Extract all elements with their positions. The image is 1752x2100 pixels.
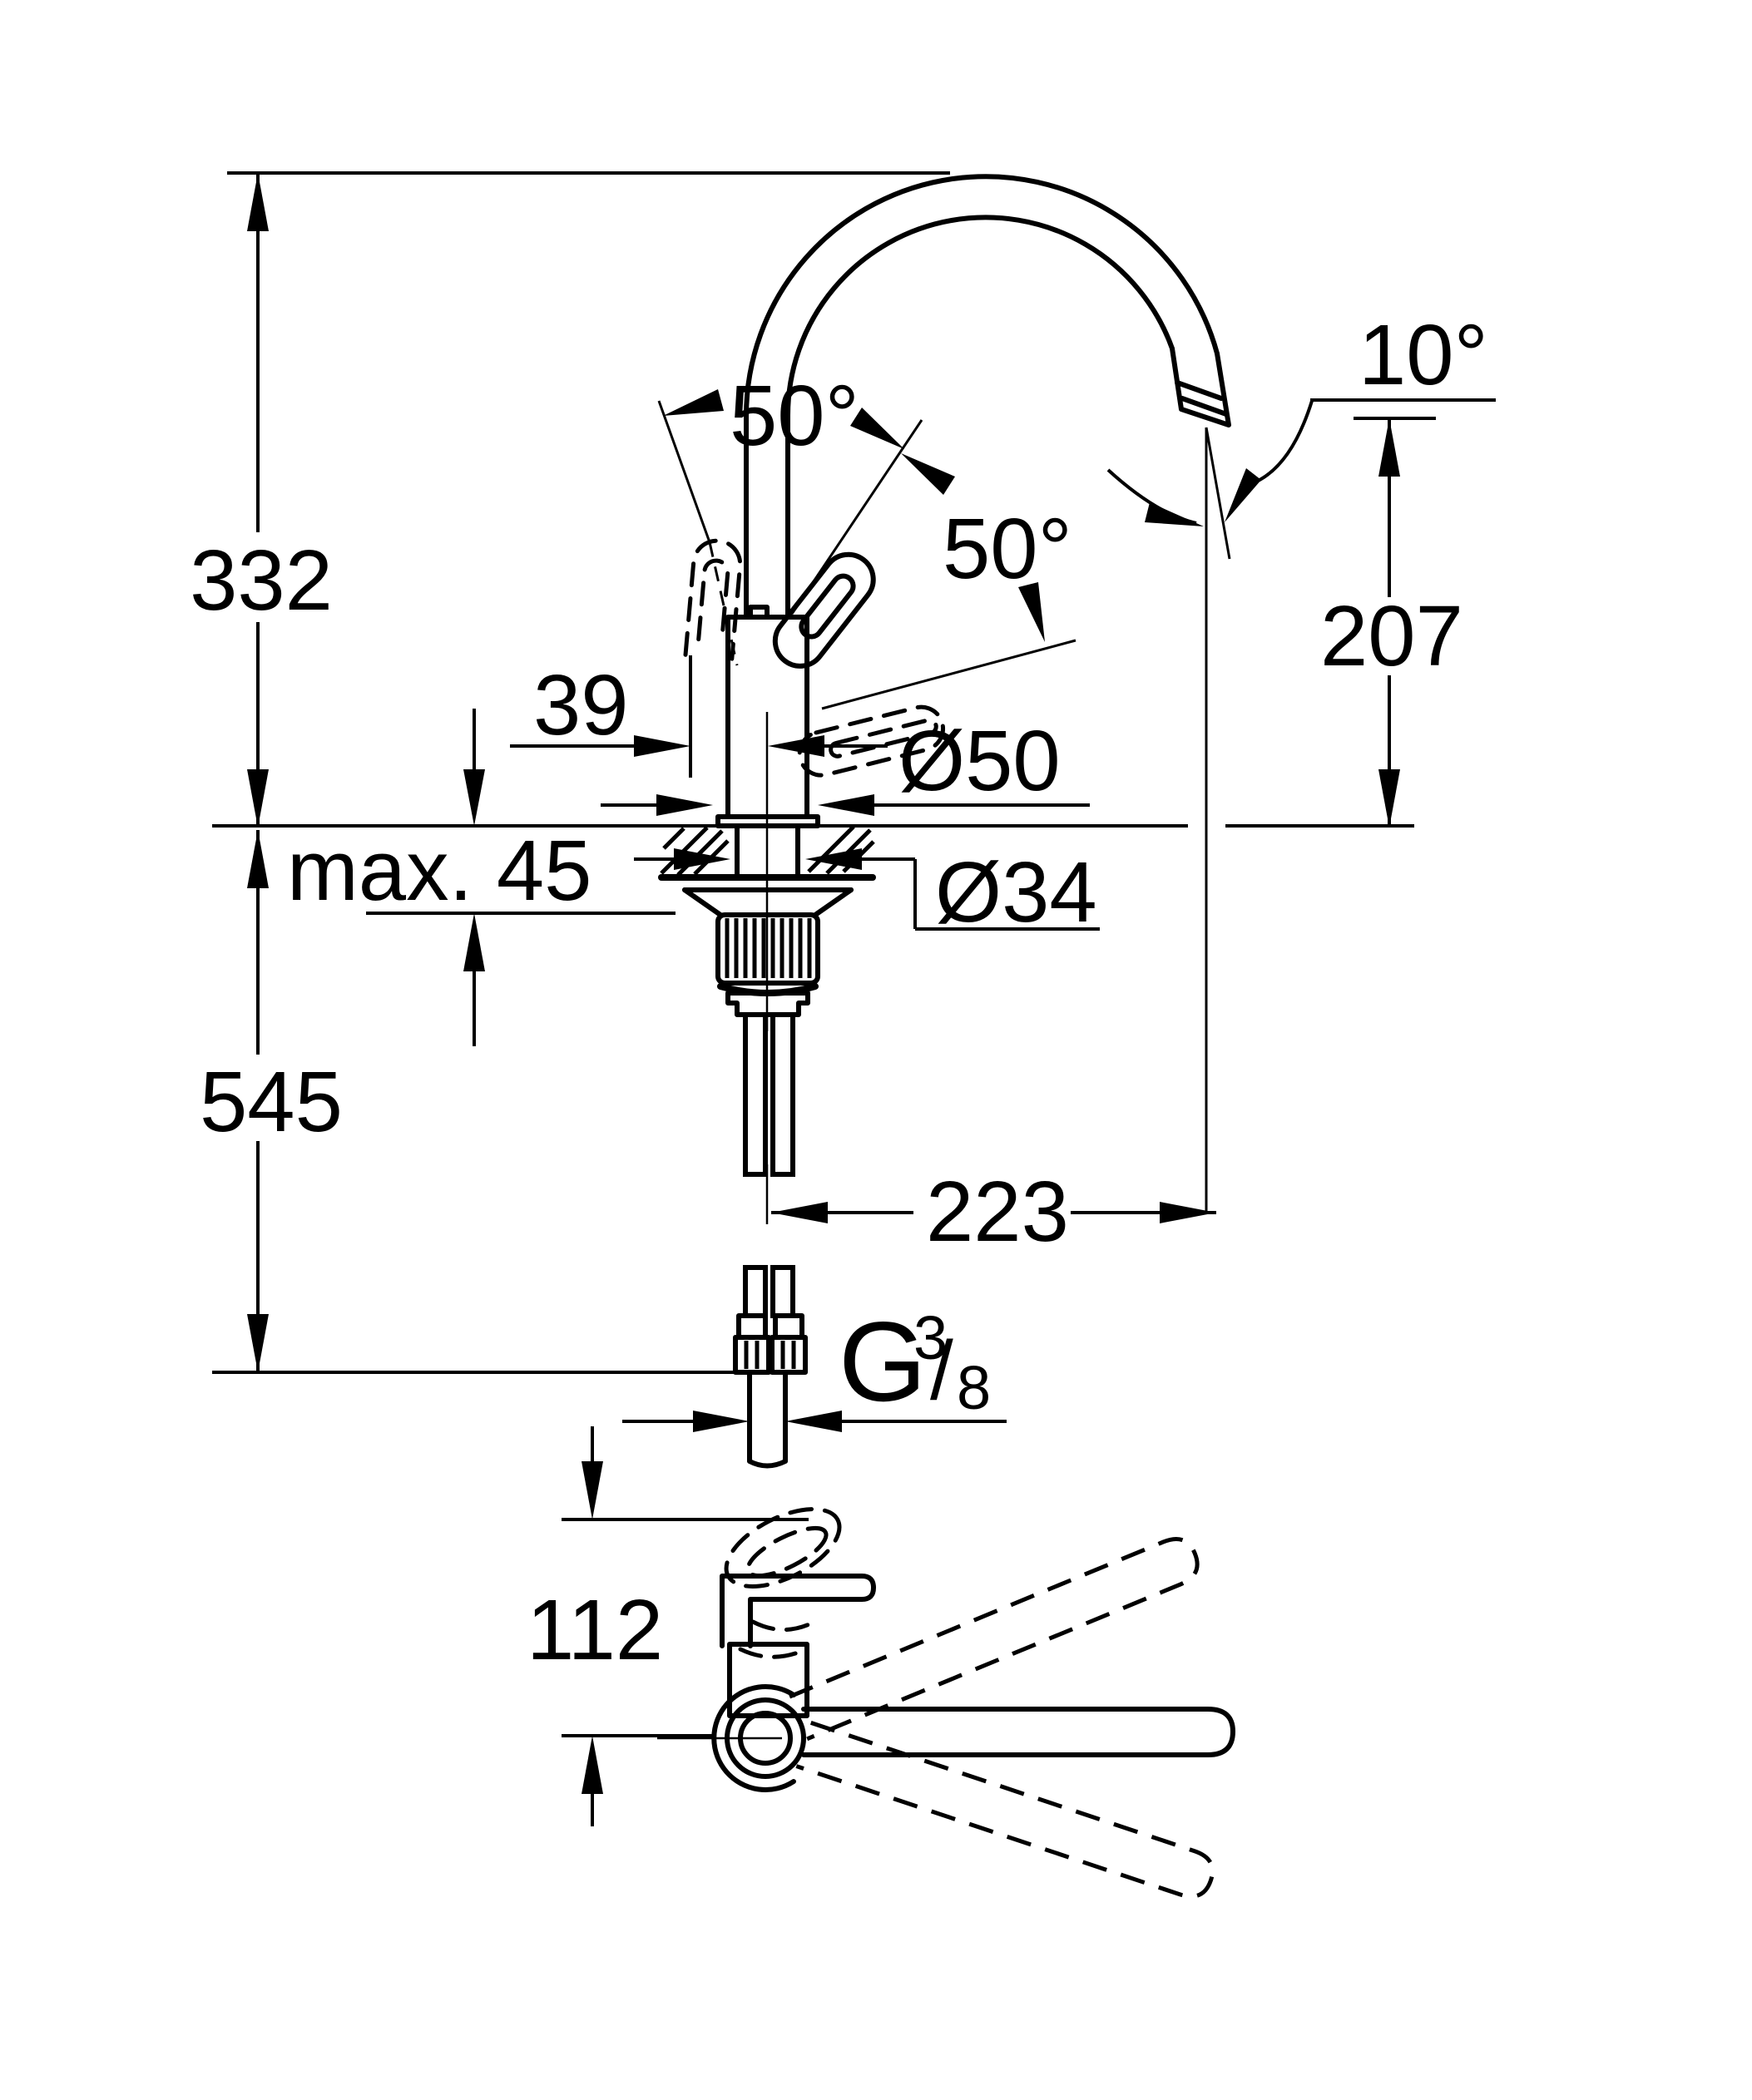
hose-right-lower <box>770 1265 795 1318</box>
dimension-spout-reach: 223 <box>771 1164 1216 1259</box>
dimension-body-depth: 112 <box>527 1426 809 1826</box>
handle-loop-closed <box>772 551 876 669</box>
spout-pivot <box>711 1684 806 1792</box>
spout-arm-solid <box>801 1707 1235 1757</box>
label-dia34: Ø34 <box>935 844 1097 940</box>
spout-arm-swung-up <box>789 1537 1200 1742</box>
dimension-overall-height: 332 <box>190 173 333 828</box>
dimension-deck-thickness: max. 45 <box>287 709 591 1046</box>
spout-inner-arc <box>784 215 1175 620</box>
hose-ferrule-right <box>773 1313 804 1340</box>
g38-tail <box>747 1370 788 1469</box>
lever-solid-plan <box>720 1574 876 1648</box>
dimension-handle-projection: 39 <box>510 655 888 778</box>
dimension-outlet-height: 207 <box>1310 398 1496 828</box>
handle-stem <box>748 605 770 620</box>
adapter-step <box>725 991 810 1017</box>
spout-outer-arc <box>744 174 1220 620</box>
label-50deg-open: 50° <box>730 368 859 463</box>
label-thread-g: G <box>839 1298 927 1425</box>
faucet-outline <box>715 174 1231 1224</box>
nut-knurling <box>725 918 812 978</box>
dimension-outlet-angle: 10° <box>1106 307 1488 1213</box>
front-view: 332 545 max. 45 39 Ø50 <box>190 171 1496 1469</box>
label-dia50: Ø50 <box>898 713 1061 808</box>
label-332: 332 <box>190 532 333 628</box>
label-545: 545 <box>200 1054 343 1149</box>
label-10deg: 10° <box>1359 307 1488 403</box>
top-view: 112 <box>527 1426 1235 1899</box>
hose-right-upper <box>770 1012 795 1177</box>
hose-nut-right <box>770 1335 808 1375</box>
dimension-base-diameter: Ø50 <box>601 713 1090 816</box>
label-50deg-travel: 50° <box>943 501 1072 596</box>
supply-hoses <box>733 1012 808 1469</box>
hose-nut-left <box>733 1335 771 1375</box>
label-thread-slash: / <box>930 1324 953 1417</box>
dimension-thread: G 3 / 8 <box>622 1298 1007 1432</box>
label-max-45: max. 45 <box>287 823 591 918</box>
hose-left-upper <box>743 1012 768 1177</box>
spout-arm-swung-down <box>795 1721 1215 1899</box>
label-39: 39 <box>533 657 629 753</box>
label-thread-numerator: 3 <box>913 1303 948 1372</box>
mounting-nut <box>715 912 820 986</box>
outlet-axis-line <box>1205 427 1231 560</box>
dimension-below-deck-height: 545 <box>200 830 343 1372</box>
label-thread-denominator: 8 <box>957 1353 991 1422</box>
base-escutcheon <box>715 814 820 828</box>
hose-ferrule-left <box>736 1313 768 1340</box>
threaded-shank <box>735 825 800 878</box>
label-207: 207 <box>1320 588 1463 684</box>
aerator-band <box>1175 380 1229 417</box>
mounting-hardware <box>658 825 876 1017</box>
label-223: 223 <box>926 1164 1069 1259</box>
aerator-tip <box>1170 346 1231 427</box>
dimension-handle-open-angle: 50° <box>657 368 923 666</box>
clamp-wedge <box>682 887 854 917</box>
dimension-shank-diameter: Ø34 <box>634 844 1100 940</box>
label-112: 112 <box>527 1582 663 1678</box>
dimension-handle-travel-angle: 50° <box>821 453 1076 710</box>
hose-left-lower <box>743 1265 768 1318</box>
handle-raised-dashed <box>683 538 743 661</box>
